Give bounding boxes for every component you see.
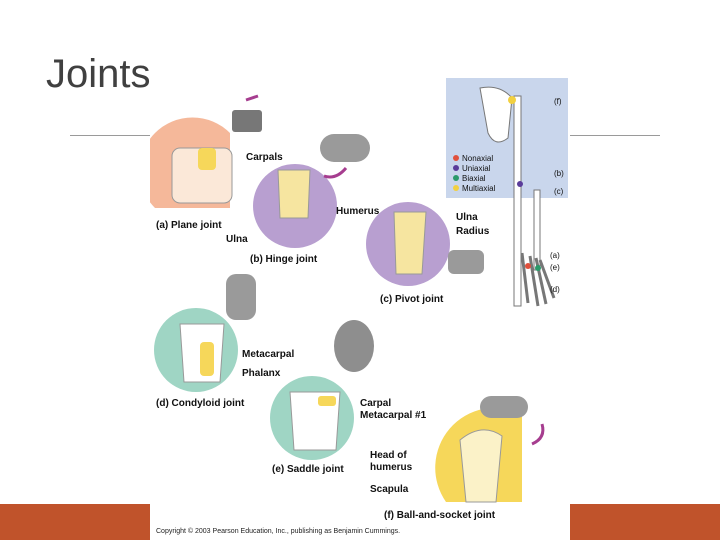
plane-joint-model <box>232 110 262 132</box>
label-humerus-2: humerus <box>370 462 413 473</box>
callout-b: (b) <box>554 169 564 178</box>
slide-title: Joints <box>46 52 151 96</box>
label-hinge-joint: (b) Hinge joint <box>250 254 318 265</box>
label-plane-joint: (a) Plane joint <box>156 220 222 231</box>
legend-dot-multiaxial <box>453 185 459 191</box>
callout-f: (f) <box>554 97 562 106</box>
label-condyloid-joint: (d) Condyloid joint <box>156 398 245 409</box>
label-scapula: Scapula <box>370 484 409 495</box>
legend-dot-uniaxial <box>453 165 459 171</box>
marker-e <box>535 265 541 271</box>
hand-bones-illustration <box>520 252 556 307</box>
label-pivot-joint: (c) Pivot joint <box>380 294 444 305</box>
label-humerus: Humerus <box>336 206 380 217</box>
label-metacarpal: Metacarpal <box>242 349 294 360</box>
plane-joint-highlight <box>198 148 216 170</box>
hinge-humerus-illustration <box>277 169 311 219</box>
label-phalanx: Phalanx <box>242 368 281 379</box>
marker-a <box>525 263 531 269</box>
label-ulna-a: Ulna <box>226 234 248 245</box>
marker-f <box>508 96 516 104</box>
label-ball-socket-joint: (f) Ball-and-socket joint <box>384 510 496 521</box>
ball-model <box>480 396 528 418</box>
arm-bone-illustration <box>513 95 522 307</box>
legend-dot-biaxial <box>453 175 459 181</box>
legend-nonaxial: Nonaxial <box>462 154 493 163</box>
plane-arrow <box>245 94 259 102</box>
marker-c <box>517 181 523 187</box>
copyright-notice: Copyright © 2003 Pearson Education, Inc.… <box>156 527 400 535</box>
callout-d: (d) <box>550 285 560 294</box>
label-saddle-joint: (e) Saddle joint <box>272 464 344 475</box>
callout-e: (e) <box>550 263 560 272</box>
joint-illustration: Nonaxial Uniaxial Biaxial Multiaxial (f)… <box>150 78 568 535</box>
legend-biaxial: Biaxial <box>462 174 486 183</box>
saddle-model <box>334 320 374 372</box>
label-head-of: Head of <box>370 450 407 461</box>
saddle-hand-illustration <box>289 391 341 451</box>
title-rule-right <box>570 135 660 136</box>
label-metacarpal-1: Metacarpal #1 <box>360 410 427 421</box>
label-radius: Radius <box>456 226 490 237</box>
pivot-model <box>448 250 484 274</box>
pivot-radius-illustration <box>393 211 427 275</box>
hinge-arrow <box>323 167 348 179</box>
label-carpal: Carpal <box>360 398 391 409</box>
condyloid-highlight <box>200 342 214 376</box>
title-rule-left <box>70 135 160 136</box>
joint-types-figure: Nonaxial Uniaxial Biaxial Multiaxial (f)… <box>150 78 570 540</box>
legend-dot-nonaxial <box>453 155 459 161</box>
legend-uniaxial: Uniaxial <box>462 164 491 173</box>
ball-arrow <box>531 423 545 446</box>
callout-c: (c) <box>554 187 564 196</box>
label-ulna-c: Ulna <box>456 212 478 223</box>
saddle-highlight <box>318 396 336 406</box>
label-carpals: Carpals <box>246 152 283 163</box>
callout-a: (a) <box>550 251 560 260</box>
legend-multiaxial: Multiaxial <box>462 184 496 193</box>
hinge-model <box>320 134 370 162</box>
ball-humerus-illustration <box>459 429 503 503</box>
scapula-illustration <box>479 86 513 143</box>
condyloid-model <box>226 274 256 320</box>
